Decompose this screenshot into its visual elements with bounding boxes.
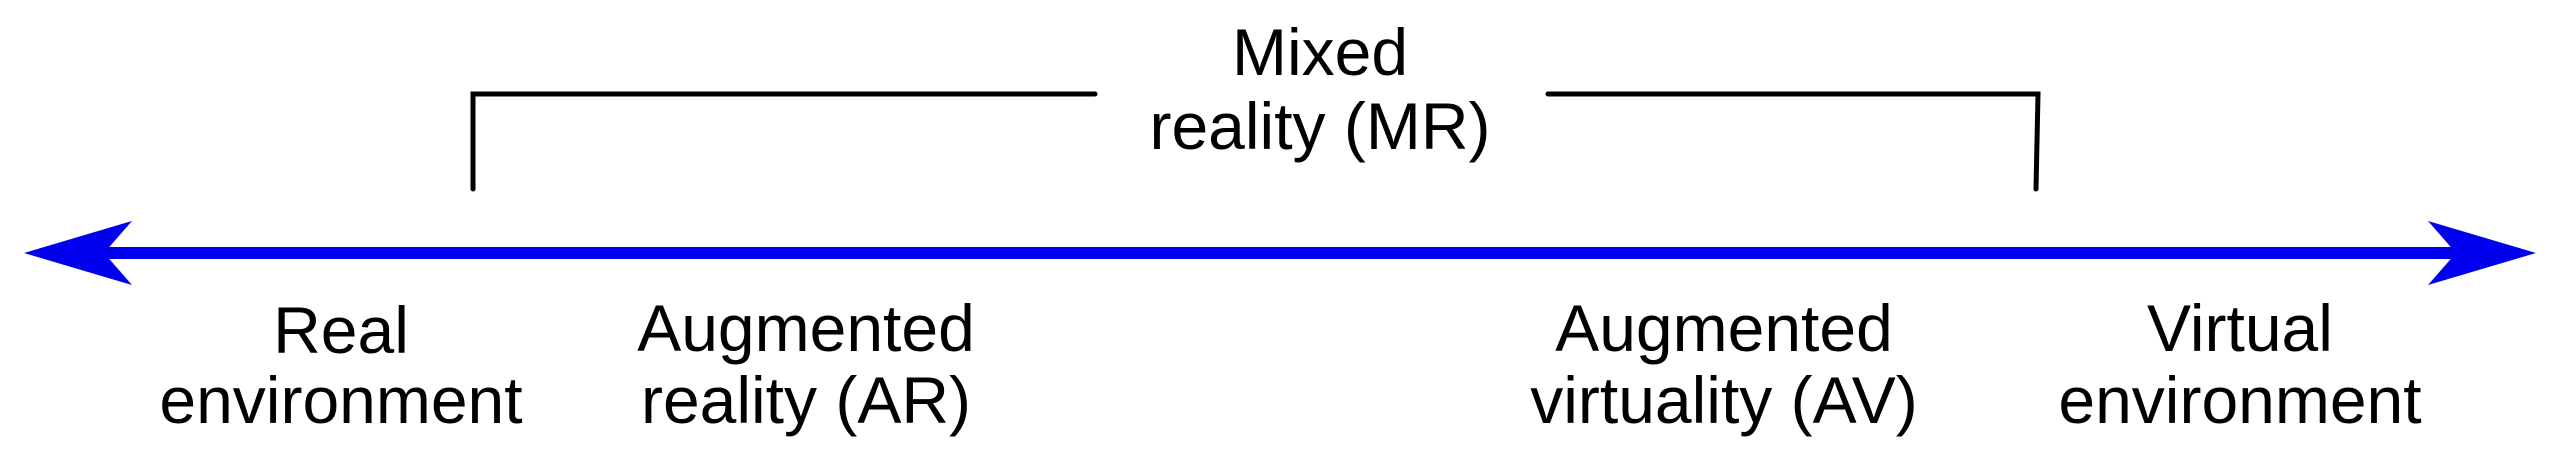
bracket-left-segment — [470, 91, 1098, 192]
augmented-virtuality-label: Augmented — [1555, 291, 1893, 365]
augmented-virtuality-label-2: virtuality (AV) — [1530, 363, 1918, 437]
augmented-virtuality-label-line1: Augmented — [1555, 291, 1893, 365]
real-environment-label-2: environment — [159, 363, 522, 437]
left-arrowhead — [24, 221, 132, 285]
augmented-virtuality-label-line2: virtuality (AV) — [1530, 363, 1918, 437]
real-environment-label: Real — [273, 293, 409, 367]
mixed-reality-label: Mixed — [1232, 15, 1408, 89]
bracket-right-segment — [1545, 91, 2041, 192]
augmented-reality-label-line1: Augmented — [637, 291, 975, 365]
virtual-environment-label-line1: Virtual — [2147, 291, 2333, 365]
real-environment-label-line2: environment — [159, 363, 522, 437]
mixed-reality-label-line2: reality (MR) — [1150, 89, 1491, 163]
mixed-reality-label-line1: Mixed — [1232, 15, 1408, 89]
virtual-environment-label-2: environment — [2058, 363, 2421, 437]
augmented-reality-label-line2: reality (AR) — [641, 363, 971, 437]
virtual-environment-label: Virtual — [2147, 291, 2333, 365]
mixed-reality-bracket — [470, 91, 2041, 192]
right-arrowhead — [2428, 221, 2536, 285]
augmented-reality-label-2: reality (AR) — [641, 363, 971, 437]
continuum-axis — [24, 221, 2536, 285]
augmented-reality-label: Augmented — [637, 291, 975, 365]
real-environment-label-line1: Real — [273, 293, 409, 367]
virtual-environment-label-line2: environment — [2058, 363, 2421, 437]
mixed-reality-label-2: reality (MR) — [1150, 89, 1491, 163]
